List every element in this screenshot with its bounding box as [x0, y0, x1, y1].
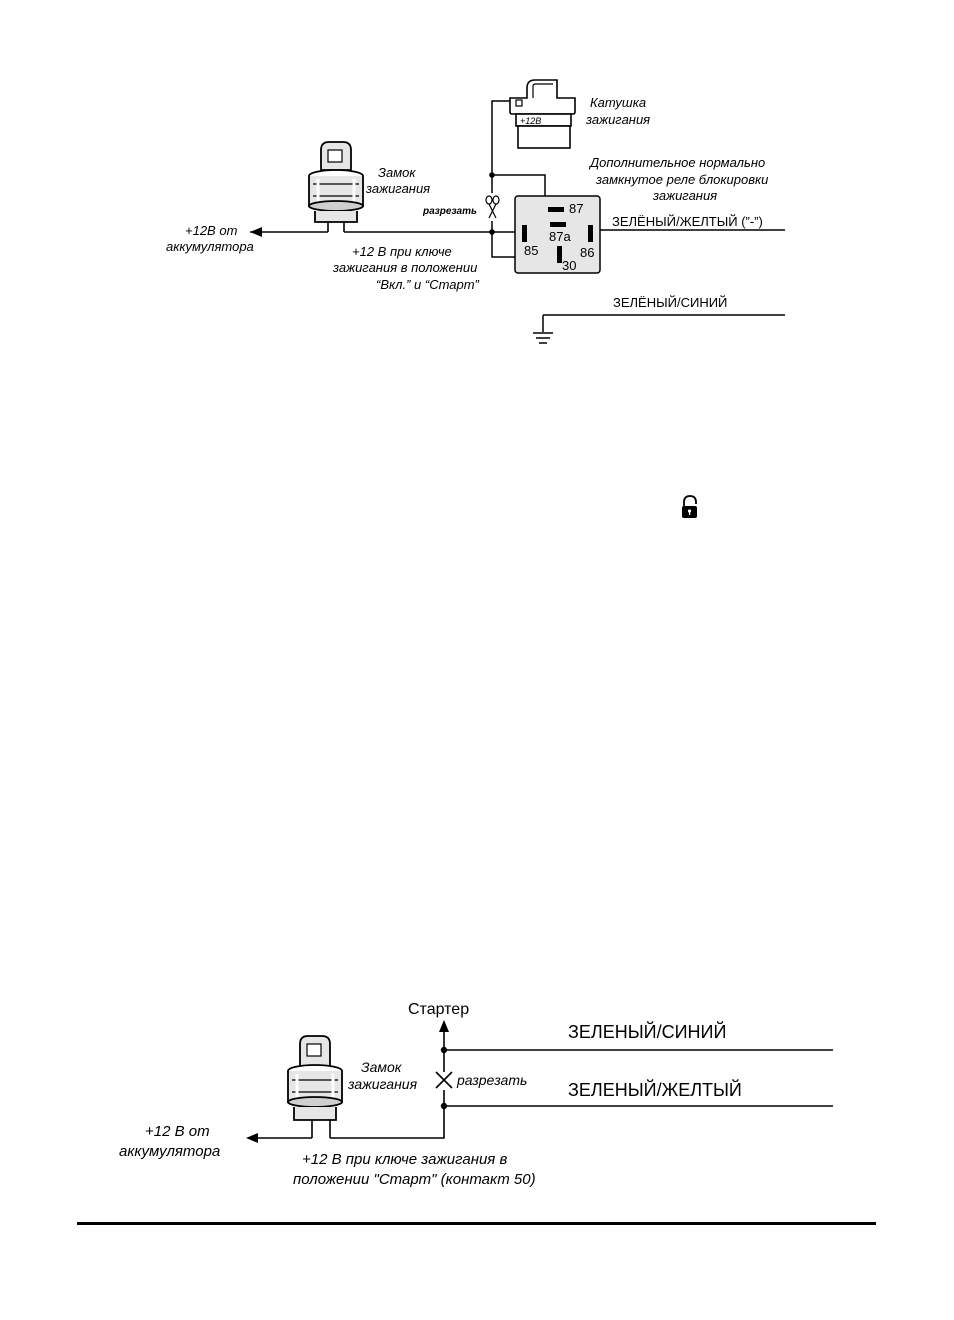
coil-plus-label: +12В: [520, 116, 541, 126]
key-note-1: +12 В при ключе: [352, 244, 452, 259]
battery-arrow-icon: [250, 227, 262, 237]
relay-note-3: зажигания: [652, 188, 717, 203]
key-note-3: “Вкл.” и “Старт”: [376, 277, 480, 292]
battery2-label-2: аккумулятора: [119, 1143, 220, 1160]
wire-green-blue-label: ЗЕЛЁНЫЙ/СИНИЙ: [613, 295, 727, 310]
ignition-blocking-relay-diagram: +12В Катушка зажигания Дополнительное но…: [166, 79, 785, 344]
key-note-2: зажигания в положении: [332, 260, 477, 275]
padlock-open-icon: [682, 495, 697, 518]
footer-rule: [77, 1222, 876, 1225]
battery-label-2: аккумулятора: [166, 239, 254, 254]
lock2-label-2: зажигания: [347, 1076, 418, 1092]
pin-30: 30: [562, 258, 576, 273]
junction-dot: [489, 229, 495, 235]
starter-blocking-diagram: Стартер ЗЕЛЕНЫЙ/СИНИЙ ЗЕЛЕНЫЙ/ЖЕЛТЫЙ раз…: [119, 1001, 833, 1188]
battery2-label-1: +12 В от: [145, 1123, 210, 1140]
relay-note-2: замкнутое реле блокировки: [595, 172, 768, 187]
key2-note-2: положении "Старт" (контакт 50): [293, 1171, 536, 1188]
starter-arrow-icon: [439, 1020, 449, 1032]
starter-label: Стартер: [408, 1001, 469, 1018]
ignition-lock-icon-2: [287, 1035, 343, 1138]
scissors-icon: [485, 195, 500, 219]
lock-label-2: зажигания: [365, 181, 430, 196]
junction-dot: [489, 172, 495, 178]
pin-85: 85: [524, 243, 538, 258]
relay-note-1: Дополнительное нормально: [588, 155, 765, 170]
coil-label-2: зажигания: [585, 112, 650, 127]
pin-87a: 87a: [549, 229, 571, 244]
relay-block: [514, 195, 601, 274]
pin-86: 86: [580, 245, 594, 260]
coil-label-1: Катушка: [590, 95, 646, 110]
pin-87: 87: [569, 201, 583, 216]
cut-label: разрезать: [422, 206, 477, 217]
key2-note-1: +12 В при ключе зажигания в: [302, 1151, 507, 1168]
junction-dot: [440, 1046, 448, 1054]
lock2-label-1: Замок: [361, 1059, 403, 1075]
battery-arrow-icon-2: [246, 1133, 258, 1143]
lock-label-1: Замок: [378, 165, 416, 180]
cut-label-2: разрезать: [456, 1072, 527, 1088]
ignition-coil-icon: [509, 79, 576, 149]
cut-cross-icon: [435, 1071, 453, 1089]
junction-dot: [440, 1102, 448, 1110]
ground-icon: [533, 332, 553, 344]
battery-label-1: +12В от: [185, 223, 238, 238]
wire-green-yellow-label: ЗЕЛЁНЫЙ/ЖЕЛТЫЙ (”-”): [612, 214, 763, 229]
wire-green-yellow-label-2: ЗЕЛЕНЫЙ/ЖЕЛТЫЙ: [568, 1079, 742, 1100]
ignition-lock-icon: [308, 141, 364, 232]
wire-green-blue-label-2: ЗЕЛЕНЫЙ/СИНИЙ: [568, 1021, 726, 1042]
